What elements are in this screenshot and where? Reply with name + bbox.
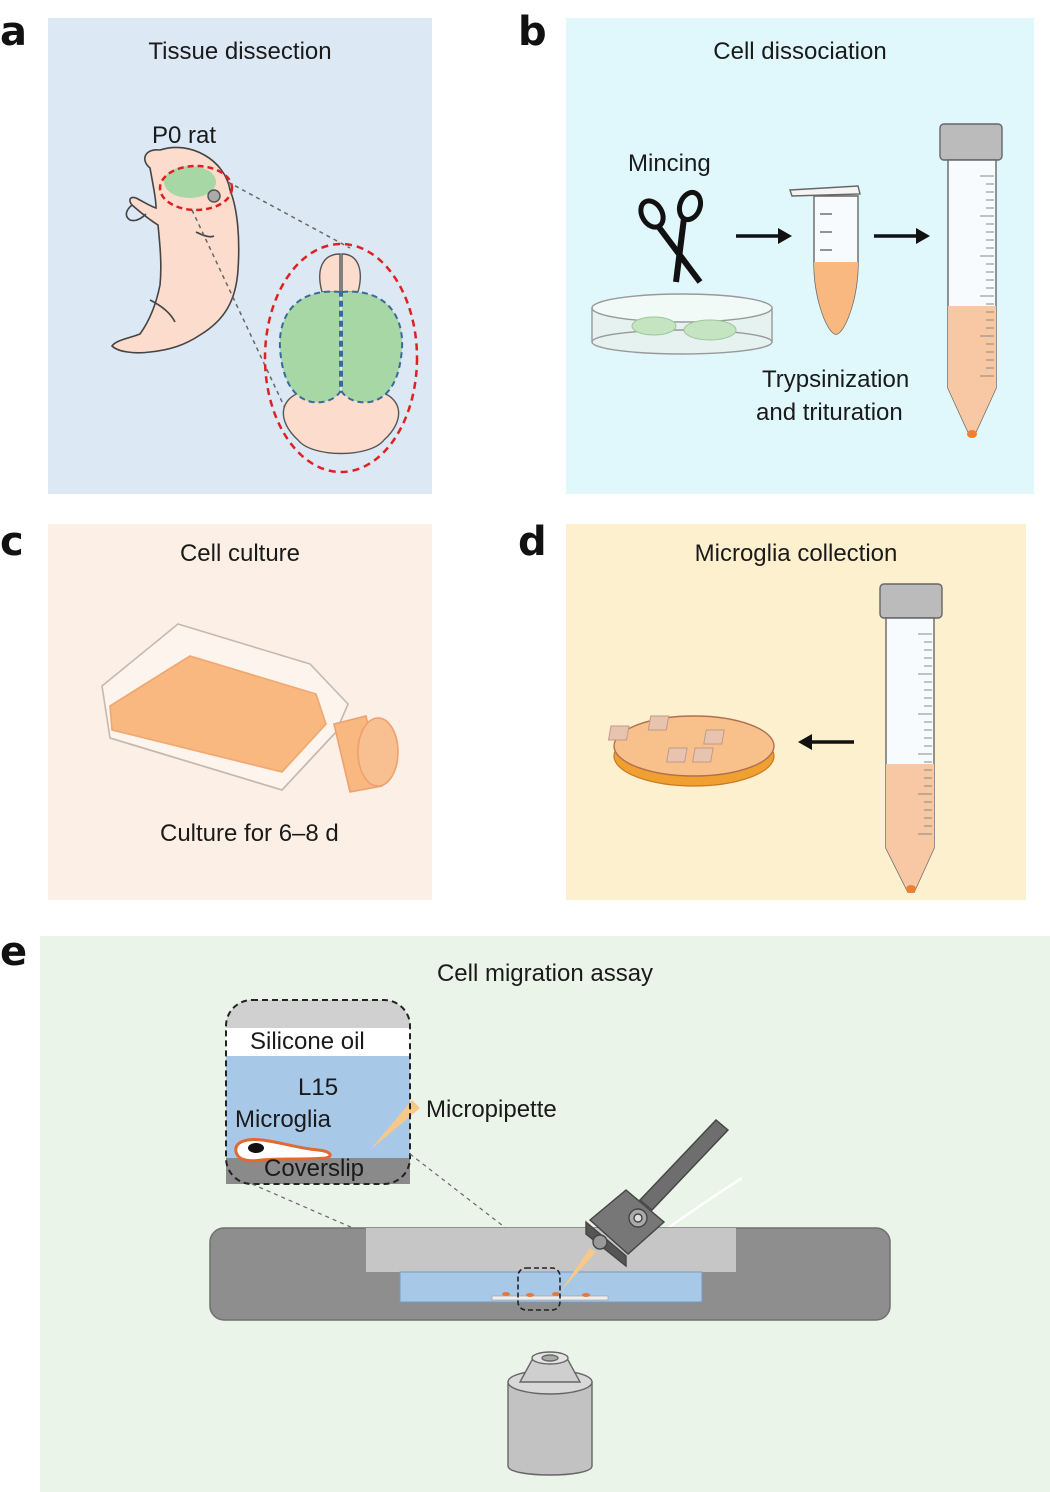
conical-tube-graduations: [918, 633, 932, 835]
panel-letter-d: d: [518, 519, 547, 565]
arrow-right-icon: [874, 228, 930, 244]
objective-lens-icon: [507, 1351, 593, 1476]
microglia-label: Microglia: [235, 1106, 332, 1133]
rat-label: P0 rat: [152, 122, 217, 149]
cell-migration-illustration: [209, 999, 891, 1476]
rat-head-dashed-circle: [158, 164, 234, 212]
petri-dish-icon: [607, 715, 775, 787]
rat-eye: [207, 189, 221, 203]
arrow-left-icon: [798, 734, 854, 750]
panel-c-title: Cell culture: [179, 540, 301, 567]
arrow-right-icon: [736, 228, 792, 244]
microscope-stage-icon: [209, 1227, 891, 1321]
panel-a-title: Tissue dissection: [148, 38, 332, 65]
panel-b-title: Cell dissociation: [713, 38, 887, 65]
silicone-oil-label: Silicone oil: [250, 1028, 365, 1055]
trituration-label: and trituration: [756, 399, 903, 426]
panel-a: a Tissue dissection P0 rat: [0, 0, 440, 500]
tissue-dissection-illustration: [110, 146, 419, 474]
brain-icon: [278, 253, 404, 455]
l15-label: L15: [298, 1074, 339, 1101]
coverslip-label: Coverslip: [264, 1155, 365, 1182]
panel-d-background: [566, 524, 1026, 900]
scissors-icon: [638, 189, 704, 284]
panel-letter-b: b: [518, 9, 547, 55]
microglia-collection-illustration: [607, 583, 943, 893]
panel-letter-e: e: [0, 929, 28, 975]
trypsinization-label: Trypsinization: [762, 366, 910, 393]
panel-c: c Cell culture Culture for 6–8 d: [0, 516, 440, 906]
micropipette-label: Micropipette: [426, 1096, 557, 1123]
mincing-label: Mincing: [628, 150, 711, 177]
brain-zoom-dashed-ellipse: [263, 242, 419, 474]
conical-tube-icon: [939, 123, 1003, 438]
zoom-line: [191, 209, 301, 441]
conical-tube-graduations: [980, 175, 994, 377]
panel-e-title: Cell migration assay: [436, 960, 654, 987]
cell-culture-illustration: [101, 623, 399, 793]
inset-zoom-box: [225, 999, 420, 1185]
panel-e: e Cell migration assay: [0, 922, 1050, 1492]
panel-letter-a: a: [0, 9, 27, 55]
rat-illustration-icon: [110, 146, 240, 354]
conical-tube-icon: [879, 583, 943, 893]
culture-flask-icon: [101, 623, 399, 793]
panel-d-title: Microglia collection: [694, 540, 898, 567]
culture-duration-label: Culture for 6–8 d: [160, 820, 339, 847]
zoom-line: [227, 181, 351, 249]
panel-d: d Microglia collection: [518, 516, 1050, 906]
micropipette-icon: [560, 1248, 596, 1292]
micromanipulator-icon: [585, 1119, 730, 1268]
panel-letter-c: c: [0, 519, 24, 565]
petri-dish-icon: [591, 293, 773, 355]
panel-b: b Cell dissociation Mincing Trypsinizati…: [518, 0, 1050, 500]
rat-brain-highlight: [164, 166, 216, 198]
cell-dissociation-illustration: [591, 123, 1003, 438]
microcentrifuge-tube-icon: [789, 185, 861, 335]
